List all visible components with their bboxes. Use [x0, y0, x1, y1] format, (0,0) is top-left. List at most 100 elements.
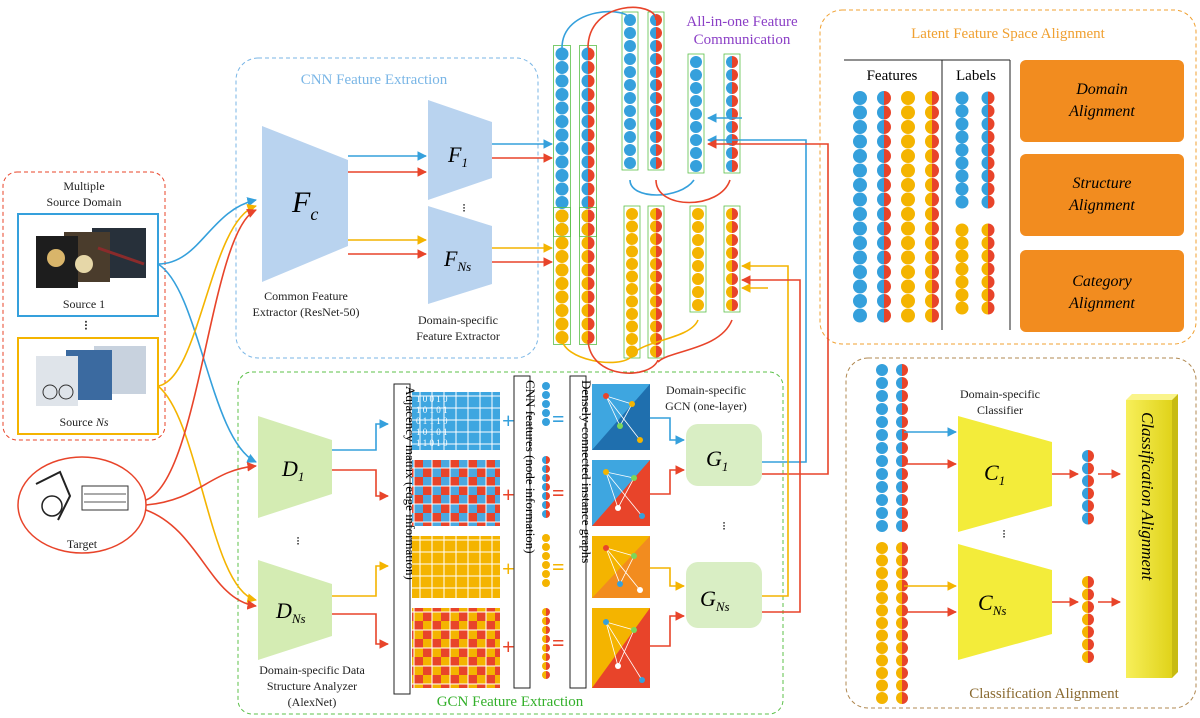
- fns-trapezoid: [428, 206, 492, 304]
- feature-col-yellow-1: [553, 207, 571, 345]
- matrix-row: 0 1 1 1 0: [416, 416, 448, 426]
- instance-graphs: [592, 384, 650, 688]
- feature-col-right-1: [687, 53, 705, 174]
- common-extractor-label2: Extractor (ResNet-50): [253, 305, 360, 319]
- cns-symbol: CNs: [978, 590, 1006, 618]
- matrix-row: 1 1 0 1 0: [416, 438, 448, 448]
- labels-header: Labels: [956, 68, 996, 84]
- latent-label-yellow: [955, 223, 969, 315]
- plus-sign-1: +: [502, 408, 515, 433]
- target-label: Target: [67, 537, 98, 551]
- source1-label: Source 1: [63, 297, 105, 311]
- source1-images: [36, 228, 146, 288]
- classification-bar-label: Classification Alignment: [1138, 412, 1157, 582]
- adjacency-matrix-2: [412, 460, 500, 526]
- specific-extractor-label2: Feature Extractor: [416, 329, 500, 343]
- matrix-digits: 1 0 0 1 01 0 1 0 10 1 1 1 01 0 1 0 11 1 …: [416, 394, 448, 448]
- f1-symbol: F1: [447, 142, 468, 170]
- feature-col-yright-1: [689, 205, 707, 313]
- common-extractor-label1: Common Feature: [264, 289, 348, 303]
- graph-flows: [650, 417, 685, 647]
- node-col-1: [542, 382, 550, 426]
- features-header: Features: [867, 68, 918, 84]
- fns-symbol: FNs: [443, 246, 471, 274]
- comm-title-line2: Communication: [694, 32, 791, 48]
- cls-in-yellow-2: [896, 542, 909, 704]
- latent-feat-blue-2: [877, 91, 892, 323]
- equals-sign-3: =: [552, 554, 565, 579]
- cls-in-yellow-1: [876, 542, 888, 704]
- gcn-extraction-box: [237, 371, 784, 715]
- domain-alignment-line1: Domain: [1075, 81, 1128, 98]
- common-extractor-symbol: Fc: [291, 186, 318, 224]
- analyzer-label3: (AlexNet): [288, 695, 337, 709]
- domain-alignment-line2: Alignment: [1068, 103, 1135, 120]
- adjacency-label-strip: [393, 383, 411, 695]
- feature-columns: [542, 11, 741, 679]
- analyzer-label2: Structure Analyzer: [267, 679, 357, 693]
- gcn-output-flows: [707, 135, 829, 613]
- feature-col-ymid-1: [623, 205, 641, 359]
- gns-node: [686, 562, 762, 628]
- gcn-title: GCN Feature Extraction: [437, 694, 584, 710]
- latent-label-yellow-red: [981, 223, 995, 315]
- structure-alignment-line1: Structure: [1073, 175, 1132, 192]
- gcn-left-vdots: ⁝: [296, 534, 300, 548]
- feature-col-ymid-2: [647, 205, 665, 359]
- latent-feat-yellow-1: [901, 91, 915, 323]
- feature-col-right-2: [723, 53, 741, 174]
- adjacency-matrix-3: [412, 536, 500, 598]
- latent-title: Latent Feature Space Alignment: [911, 26, 1106, 42]
- f1-trapezoid: [428, 100, 492, 200]
- latent-feat-blue-1: [853, 91, 867, 323]
- plus-sign-4: +: [502, 634, 515, 659]
- node-col-2: [542, 456, 550, 518]
- c1-symbol: C1: [984, 460, 1005, 488]
- target-sketch: [35, 470, 129, 521]
- gns-symbol: GNs: [700, 586, 730, 614]
- feature-col-mid-2: [647, 11, 665, 171]
- c1-trapezoid: [958, 416, 1052, 532]
- sourceNs-images: [36, 346, 146, 406]
- operator-signs: + + + + = = = =: [502, 406, 565, 659]
- cnn-vdots: ⁝: [462, 201, 466, 215]
- category-alignment-box: [1020, 250, 1184, 332]
- latent-label-blue: [955, 91, 969, 209]
- node-col-4: [542, 608, 550, 679]
- cls-out-1: [1082, 450, 1094, 525]
- classification-title: Classification Alignment: [969, 686, 1119, 702]
- dns-trapezoid: [258, 560, 332, 660]
- g1-symbol: G1: [706, 446, 728, 474]
- category-alignment-line2: Alignment: [1068, 295, 1135, 312]
- matrix-row: 1 0 1 0 1: [416, 427, 448, 437]
- feature-col-mid-1: [621, 11, 639, 171]
- classifier-label-line2: Classifier: [977, 403, 1023, 417]
- cls-in-blue-2: [896, 364, 908, 532]
- structure-alignment-line2: Alignment: [1068, 197, 1135, 214]
- latent-columns: [853, 91, 995, 323]
- comm-title-line1: All-in-one Feature: [686, 14, 798, 30]
- communication-flows: [561, 6, 768, 374]
- feature-col-yellow-2: [579, 207, 597, 345]
- gcn-label-line1: Domain-specific: [666, 383, 746, 397]
- classifier-output-columns: [1082, 450, 1094, 663]
- cnn-features-label-strip: [513, 375, 531, 689]
- cls-out-2: [1082, 576, 1094, 663]
- specific-extractor-label1: Domain-specific: [418, 313, 498, 327]
- structure-alignment-box: [1020, 154, 1184, 236]
- d1-symbol: D1: [281, 456, 304, 484]
- cnn-features-label: CNN features (node information): [523, 380, 538, 554]
- cls-in-blue-1: [876, 364, 888, 532]
- matrix-row: 1 0 1 0 1: [416, 405, 448, 415]
- g1-node: [686, 424, 762, 486]
- equals-sign-1: =: [552, 406, 565, 431]
- input-flows: [145, 139, 553, 610]
- adjacency-matrix-1: [412, 392, 500, 450]
- d1-trapezoid: [258, 416, 332, 518]
- analyzer-label1: Domain-specific Data: [259, 663, 365, 677]
- classification-alignment-box: [845, 357, 1197, 709]
- category-alignment-line1: Category: [1072, 273, 1132, 290]
- common-extractor-trapezoid: [262, 126, 348, 282]
